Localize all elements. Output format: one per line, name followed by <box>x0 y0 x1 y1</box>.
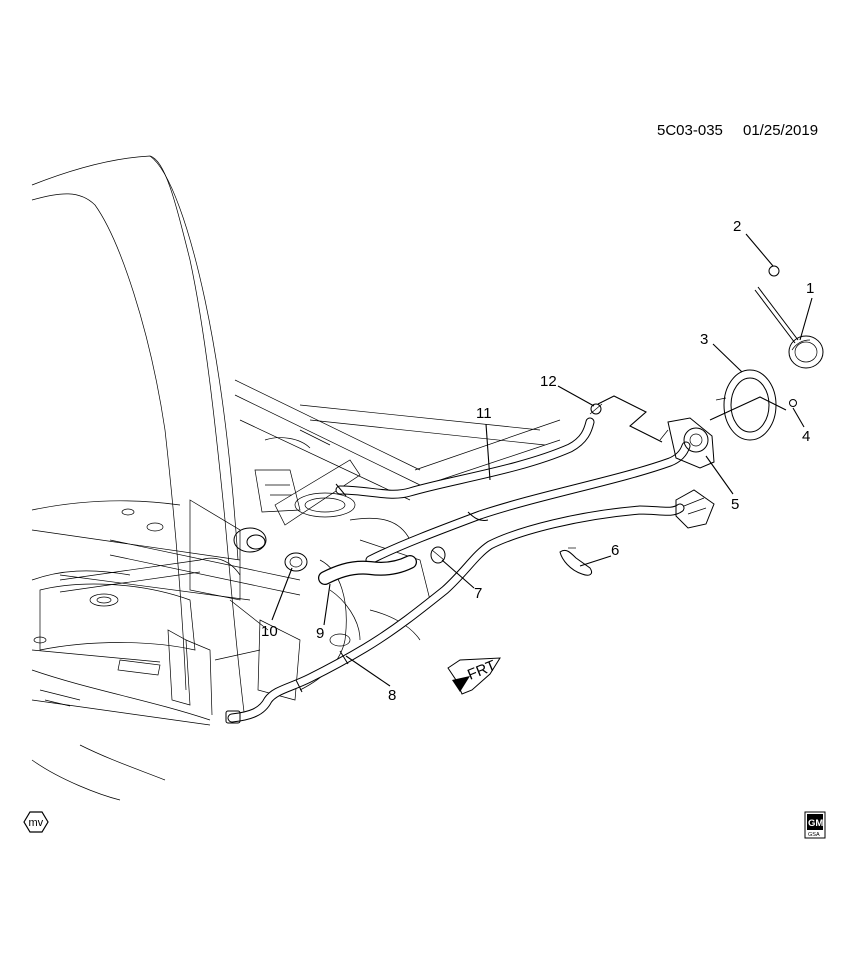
mv-logo: mv <box>23 811 49 833</box>
callout-11: 11 <box>476 405 492 422</box>
callout-10: 10 <box>261 623 278 640</box>
gm-logo: GM GSA <box>804 811 826 839</box>
part-9-filler-hose <box>318 555 417 585</box>
callout-labels: 1 2 3 4 5 6 7 8 9 10 11 12 <box>261 218 814 704</box>
part-1-fuel-cap <box>754 286 824 369</box>
leader-lines <box>271 233 813 687</box>
part-3-filler-door-ring <box>715 369 777 441</box>
mv-logo-text: mv <box>29 817 44 829</box>
part-12-clip <box>589 403 603 415</box>
callout-7: 7 <box>474 585 482 602</box>
part-10-hose-clamp <box>284 552 308 572</box>
callout-1: 1 <box>806 280 814 297</box>
callout-3: 3 <box>700 331 708 348</box>
part-11-vent-tube <box>335 417 595 499</box>
callout-6: 6 <box>611 542 619 559</box>
gm-logo-text: GM <box>808 818 823 829</box>
front-direction-arrow: FRT <box>447 657 501 695</box>
gm-logo-subtext: GSA <box>808 832 820 838</box>
part-2-fastener <box>768 265 780 277</box>
part-4-screw <box>789 399 797 407</box>
part-8-fill-pipe <box>225 489 715 724</box>
part-6-retaining-clip <box>559 547 593 576</box>
part-5-filler-housing <box>659 417 715 469</box>
part-7-clamp <box>430 546 446 564</box>
diagram-date: 01/25/2019 <box>743 122 818 139</box>
callout-5: 5 <box>731 496 739 513</box>
callout-9: 9 <box>316 625 324 642</box>
callout-8: 8 <box>388 687 396 704</box>
callout-2: 2 <box>733 218 741 235</box>
diagram-code: 5C03-035 <box>657 122 723 139</box>
callout-12: 12 <box>540 373 557 390</box>
callout-4: 4 <box>802 428 810 445</box>
